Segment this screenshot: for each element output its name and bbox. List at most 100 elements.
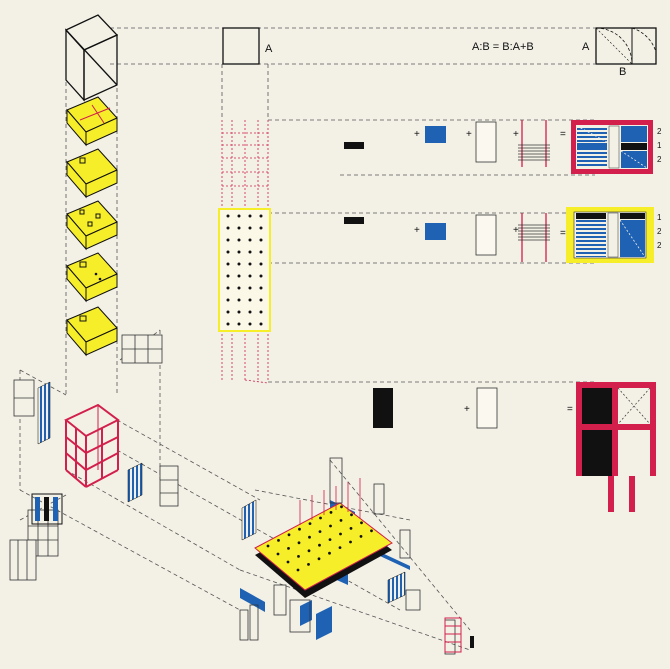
facade-result-2	[566, 207, 654, 263]
wire-cube	[64, 14, 119, 102]
column-dot	[226, 250, 230, 254]
column-dot	[237, 298, 241, 302]
slab-dot	[350, 513, 353, 517]
column-dot	[226, 298, 230, 302]
slab-dot	[360, 521, 363, 525]
slab-dot	[339, 519, 343, 522]
facade-result-1	[571, 120, 653, 174]
slab-dot	[287, 533, 291, 537]
column-dot	[259, 214, 263, 218]
column-dot	[248, 322, 252, 326]
slab-dot	[277, 539, 280, 542]
floor-plan-4	[66, 252, 118, 303]
slab-dot	[338, 546, 342, 549]
ratio-1-2: 1	[657, 141, 662, 150]
blue-square	[425, 126, 446, 143]
column-dot	[248, 262, 252, 266]
column-dot	[237, 322, 241, 326]
column-dot	[226, 226, 230, 230]
op-3-2: =	[567, 404, 573, 415]
op-3-1: +	[464, 404, 470, 415]
slab-dot	[340, 505, 343, 509]
ratio-2-1: 1	[657, 213, 662, 222]
op-2-3: =	[560, 228, 566, 239]
slab-dot	[317, 557, 321, 561]
column-dot	[248, 226, 252, 230]
op-1-2: +	[466, 129, 472, 140]
op-1-1: +	[414, 129, 420, 140]
column-dot	[259, 310, 263, 314]
slab-dot	[318, 530, 322, 533]
column-dot	[248, 250, 252, 254]
column-dot	[259, 226, 263, 230]
red-hatch-frame	[444, 617, 474, 653]
iso-red-frame	[64, 403, 120, 488]
floor-plan-2	[66, 148, 118, 199]
white-panel	[475, 214, 497, 256]
louver-panel	[518, 213, 550, 262]
column-dot	[237, 226, 241, 230]
floor-plan-3	[66, 200, 118, 251]
floor-plan-stack	[66, 96, 118, 357]
column-dot	[259, 298, 263, 302]
blue-square	[425, 223, 446, 240]
slab-dot	[308, 535, 311, 539]
white-panel	[475, 121, 497, 163]
slab-dots	[266, 505, 373, 572]
slab-dot	[319, 516, 322, 520]
op-2-2: +	[513, 225, 519, 236]
ratio-2-2: 2	[657, 227, 662, 236]
slab-dot	[308, 522, 312, 525]
column-grid-frame	[218, 208, 271, 332]
column-dot	[237, 238, 241, 242]
column-dot	[248, 214, 252, 218]
slab-dot	[349, 527, 353, 530]
slab-dot	[359, 535, 363, 538]
column-dot	[248, 310, 252, 314]
slab-dot	[370, 529, 373, 533]
column-dot	[259, 238, 263, 242]
column-dot	[259, 262, 263, 266]
op-1-3: +	[513, 129, 519, 140]
square-a: A	[222, 27, 273, 65]
floor-plan-5	[66, 306, 118, 357]
slab-dot	[328, 551, 331, 555]
row-2: + + = 1 2 2	[344, 207, 662, 263]
frame-elements	[239, 457, 456, 655]
slab-dot	[329, 524, 332, 528]
row-1: + + + = 2 1 2	[344, 120, 662, 174]
column-dot	[226, 322, 230, 326]
column-dot	[226, 310, 230, 314]
column-dot	[259, 286, 263, 290]
window-grids	[9, 334, 179, 581]
column-dot	[237, 214, 241, 218]
op-1-4: =	[560, 129, 566, 140]
slab-dot	[298, 527, 301, 531]
slab-dot	[286, 560, 290, 564]
column-dot	[259, 250, 263, 254]
facade-result-3	[576, 382, 656, 512]
column-dot	[248, 274, 252, 278]
floor-plan-1	[66, 96, 118, 147]
white-panel	[476, 387, 498, 429]
column-dot	[226, 214, 230, 218]
column-dot	[259, 274, 263, 278]
slab-dot	[296, 568, 300, 572]
ratio-formula: A:B = B:A+B	[472, 41, 534, 53]
ratio-1-3: 2	[657, 155, 662, 164]
black-bar	[344, 217, 364, 224]
column-dot	[237, 262, 241, 266]
slab-dot	[276, 552, 280, 556]
op-2-1: +	[414, 225, 420, 236]
column-grid	[218, 120, 271, 384]
label-a-right: A	[582, 41, 590, 53]
slab-dot	[307, 549, 311, 553]
column-dot	[226, 286, 230, 290]
yellow-slab	[254, 478, 393, 598]
column-dots	[226, 214, 263, 326]
slab-dot	[328, 538, 332, 541]
column-dot	[248, 238, 252, 242]
column-dot	[259, 322, 263, 326]
column-dot	[237, 274, 241, 278]
